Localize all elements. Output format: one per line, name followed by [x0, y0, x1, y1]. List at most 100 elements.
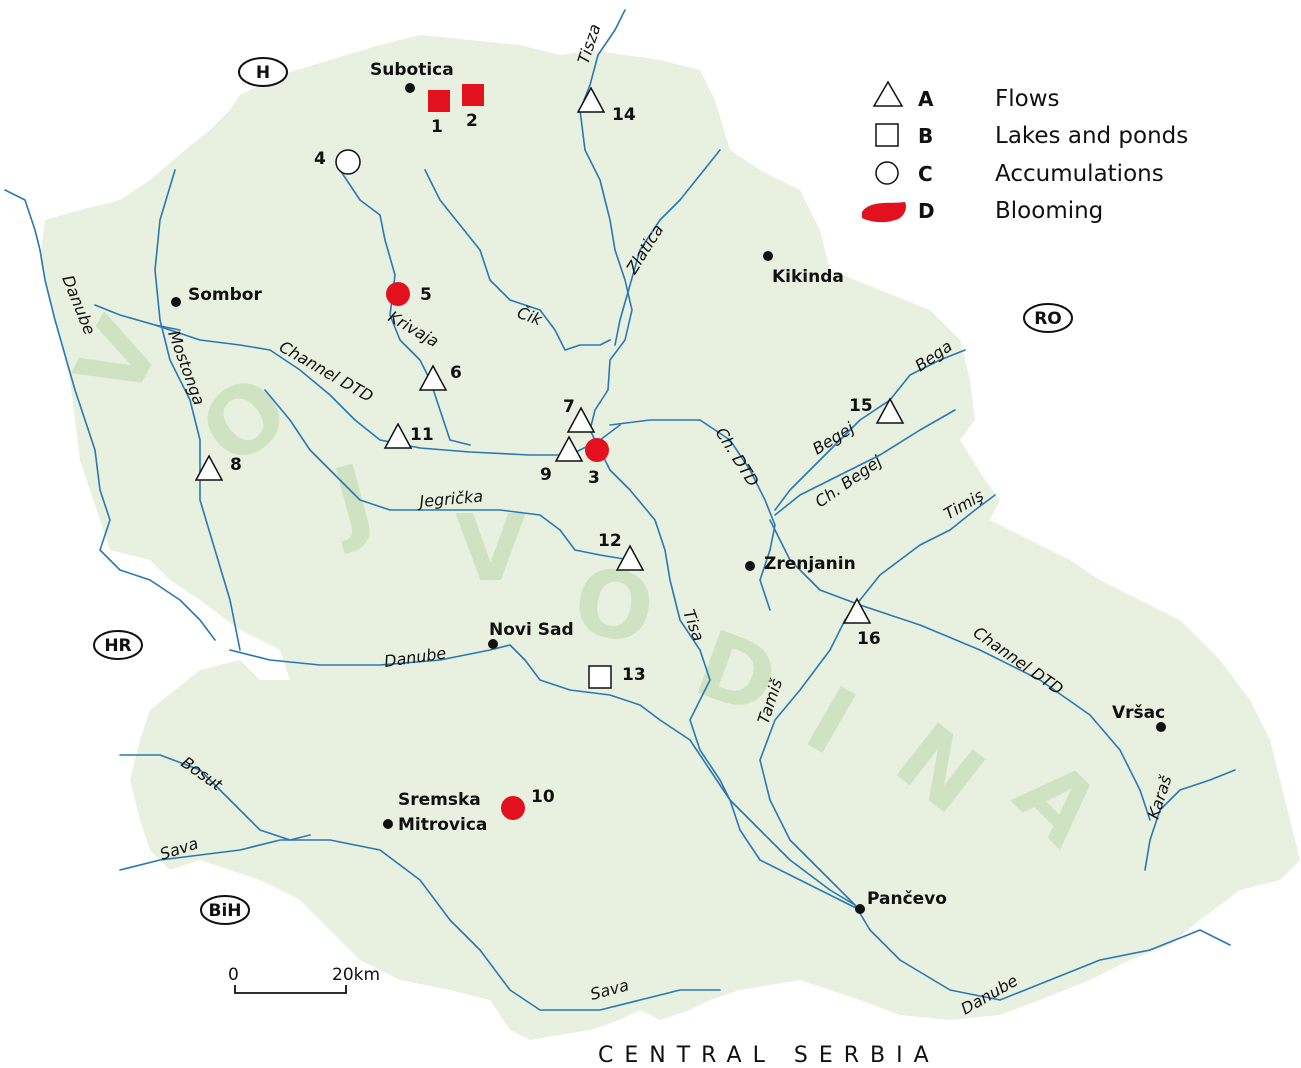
blooming-circle-marker [585, 438, 609, 462]
site-number: 13 [622, 665, 646, 685]
river-sombor-stream [94, 304, 181, 331]
site-15: 15 [849, 396, 905, 424]
blooming-circle-marker [501, 796, 525, 820]
site-number: 12 [598, 531, 622, 551]
river-krivaja [339, 169, 471, 446]
country-label: HR [104, 636, 131, 656]
river-network [4, 9, 1236, 1011]
site-3: 3 [585, 438, 609, 488]
river-ch-dtd-north [609, 419, 776, 611]
city-label: Sombor [188, 285, 262, 305]
site-14: 14 [576, 86, 636, 125]
river-karas [1144, 769, 1236, 871]
city-zrenjanin: Zrenjanin [745, 554, 856, 574]
city-sombor: Sombor [171, 285, 262, 307]
site-10: 10 [501, 787, 555, 820]
flow-triangle-marker [875, 397, 905, 424]
country-label: RO [1034, 309, 1062, 329]
legend-letter: A [918, 87, 934, 111]
site-16: 16 [842, 597, 881, 649]
site-8: 8 [194, 454, 242, 481]
country-badge-hungary: H [238, 57, 288, 87]
legend-item-flows: A Flows [872, 80, 1060, 112]
legend-letter: B [918, 124, 933, 148]
flow-triangle-marker [554, 435, 584, 462]
city-vrsac: Vršac [1112, 703, 1166, 732]
flow-triangle-marker [842, 597, 872, 624]
site-number: 7 [563, 397, 575, 417]
city-label: Vršac [1112, 703, 1165, 723]
scale-end-label: 20km [332, 965, 380, 985]
legend-letter: C [918, 162, 933, 186]
accumulation-circle-marker [335, 149, 361, 175]
square-icon [875, 123, 899, 147]
city-kikinda: Kikinda [763, 251, 844, 287]
site-5: 5 [386, 282, 432, 306]
site-number: 2 [466, 111, 478, 131]
city-label: Kikinda [772, 267, 844, 287]
flow-triangle-marker [418, 364, 448, 391]
site-number: 4 [314, 149, 326, 169]
river-ch-begej [774, 409, 956, 516]
bottom-region-label: CENTRAL SERBIA [598, 1043, 940, 1068]
scale-start-label: 0 [228, 965, 239, 985]
site-number: 3 [588, 468, 600, 488]
river-begej [774, 349, 966, 511]
city-label: Zrenjanin [764, 554, 856, 574]
river-channel-dtd-east [769, 519, 1151, 821]
river-sava [119, 839, 721, 1011]
legend-label: Lakes and ponds [995, 123, 1188, 149]
river-timis [759, 494, 996, 906]
vojvodina-land [40, 35, 1300, 1040]
watermark-letter: V [455, 495, 526, 602]
legend-label: Blooming [995, 198, 1103, 224]
flow-triangle-marker [383, 422, 413, 449]
city-label: Novi Sad [489, 620, 574, 640]
country-label: H [256, 63, 270, 83]
site-1: 1 [428, 90, 450, 137]
site-13: 13 [588, 665, 646, 689]
flow-triangle-marker [615, 544, 645, 571]
river-cik [424, 169, 611, 351]
city-sremska-mitrovica: Sremska Mitrovica [383, 790, 487, 835]
lake-square-marker [462, 84, 484, 106]
city-label: Sremska [398, 790, 481, 810]
site-11: 11 [383, 422, 434, 449]
river-danube-west [4, 189, 216, 641]
country-badge-romania: RO [1023, 303, 1073, 333]
river-zlatica [614, 149, 721, 346]
site-9: 9 [540, 435, 584, 485]
city-label: Pančevo [867, 889, 947, 909]
site-number: 11 [410, 425, 434, 445]
legend-label: Flows [995, 86, 1060, 112]
site-number: 6 [450, 363, 462, 383]
legend-letter: D [918, 199, 935, 223]
city-label: Subotica [370, 60, 454, 80]
legend-item-accumulations: C Accumulations [875, 161, 1164, 187]
site-7: 7 [563, 397, 596, 433]
flow-triangle-marker [576, 86, 606, 113]
site-number: 1 [431, 117, 443, 137]
circle-icon [875, 161, 899, 185]
city-novi-sad: Novi Sad [488, 620, 574, 649]
lake-square-marker [588, 665, 612, 689]
site-number: 10 [531, 787, 555, 807]
country-badge-bih: BiH [200, 895, 250, 925]
legend-label: Accumulations [995, 161, 1164, 187]
map-legend: A Flows B Lakes and ponds C Accumulation… [862, 80, 1188, 224]
site-number: 8 [230, 455, 242, 475]
site-6: 6 [418, 363, 462, 391]
city-pancevo: Pančevo [855, 889, 947, 914]
triangle-icon [872, 80, 904, 107]
site-number: 5 [420, 285, 432, 305]
legend-item-lakes: B Lakes and ponds [875, 123, 1188, 149]
flow-triangle-marker [566, 406, 596, 433]
site-number: 16 [857, 629, 881, 649]
site-number: 14 [612, 105, 636, 125]
site-2: 2 [462, 84, 484, 131]
river-danube-main [229, 644, 1231, 1001]
site-number: 9 [540, 465, 552, 485]
scale-bar: 0 20km [228, 965, 380, 994]
country-badge-croatia: HR [93, 630, 143, 660]
